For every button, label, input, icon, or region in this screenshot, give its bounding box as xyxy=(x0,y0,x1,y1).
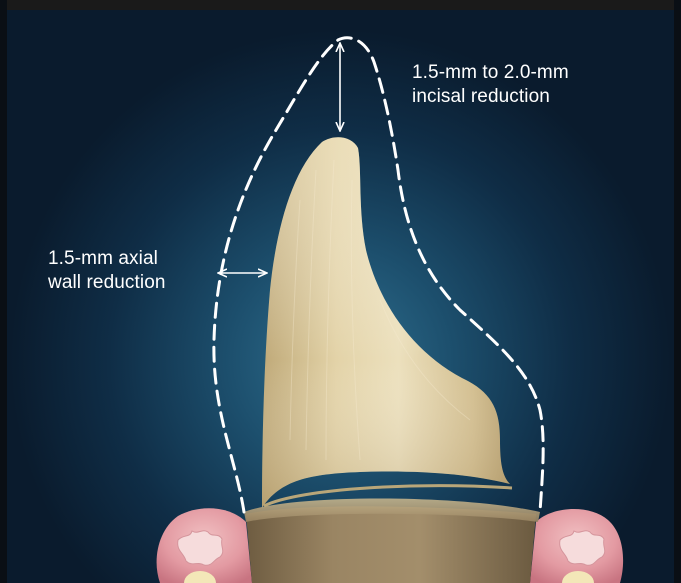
incisal-reduction-label: 1.5-mm to 2.0-mm incisal reduction xyxy=(412,61,569,109)
incisal-reduction-label-line2: incisal reduction xyxy=(412,85,569,109)
left-frame-edge xyxy=(0,0,7,583)
axial-reduction-label-line1: 1.5-mm axial xyxy=(48,247,166,271)
axial-reduction-label: 1.5-mm axial wall reduction xyxy=(48,247,166,295)
incisal-reduction-label-line1: 1.5-mm to 2.0-mm xyxy=(412,61,569,85)
right-frame-edge xyxy=(674,0,681,583)
axial-reduction-label-line2: wall reduction xyxy=(48,271,166,295)
top-frame-bar xyxy=(0,0,681,10)
tooth-root xyxy=(246,506,536,583)
